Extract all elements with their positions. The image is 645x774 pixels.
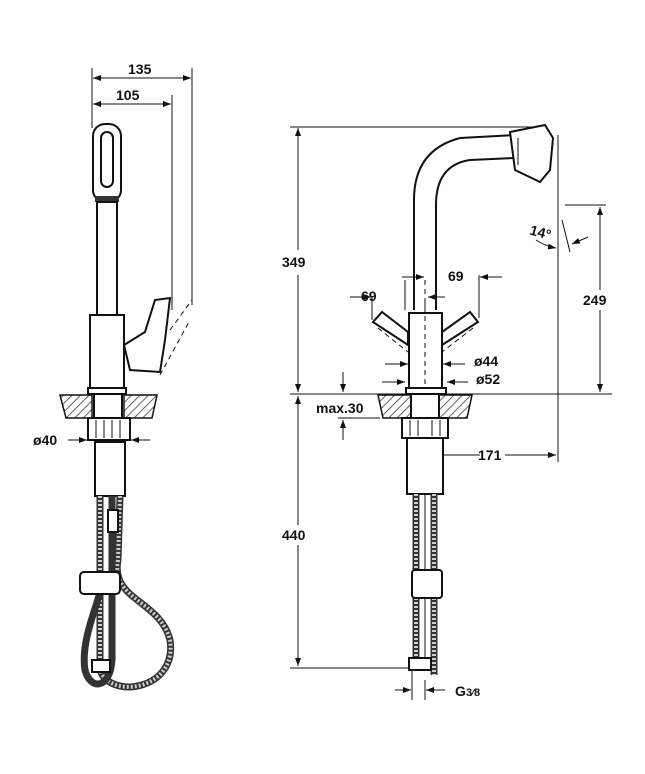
hose-fitting — [91, 659, 111, 673]
countertop — [59, 394, 93, 419]
spray-head — [92, 123, 122, 203]
countertop — [377, 394, 412, 419]
dim-connection-size: 3⁄8 — [466, 687, 480, 699]
dim-connection-g: G — [455, 683, 466, 699]
dim-69-right: 69 — [448, 268, 464, 284]
mounting-nut — [87, 417, 131, 441]
dim-diameter-40: ø40 — [33, 432, 57, 448]
dim-diameter-52: ø52 — [476, 371, 500, 387]
dim-angle-14: 14° — [528, 222, 553, 243]
hose-connector — [107, 509, 119, 533]
shank — [410, 393, 440, 419]
countertop — [123, 394, 158, 419]
side-view: 135 105 ø40 — [33, 61, 193, 691]
dim-440: 440 — [282, 527, 306, 543]
lever-handle — [122, 296, 172, 374]
spout-outline — [435, 157, 516, 310]
dim-249: 249 — [583, 292, 607, 308]
hose-clip — [411, 569, 443, 599]
dim-69-left: 69 — [361, 288, 377, 304]
hose-clip — [79, 571, 121, 595]
dim-349: 349 — [282, 254, 306, 270]
lower-body — [94, 441, 126, 497]
faucet-body — [89, 314, 125, 391]
dim-max-30: max.30 — [316, 400, 364, 416]
dim-135: 135 — [128, 61, 152, 77]
spray-face — [100, 131, 114, 188]
spray-head — [508, 123, 555, 184]
spout-outline — [413, 134, 516, 310]
hose-fitting — [408, 657, 432, 671]
spout-tube — [96, 201, 118, 316]
countertop — [438, 394, 473, 419]
dim-diameter-44: ø44 — [474, 353, 498, 369]
lower-body — [406, 437, 444, 495]
hose — [80, 496, 116, 688]
faucet-body — [408, 312, 443, 390]
head-collar — [95, 196, 119, 202]
dim-171: 171 — [478, 447, 502, 463]
mounting-nut — [401, 417, 449, 439]
dim-105: 105 — [116, 87, 140, 103]
shank — [93, 393, 123, 419]
front-view: 349 440 249 171 14° 69 69 — [282, 123, 612, 700]
